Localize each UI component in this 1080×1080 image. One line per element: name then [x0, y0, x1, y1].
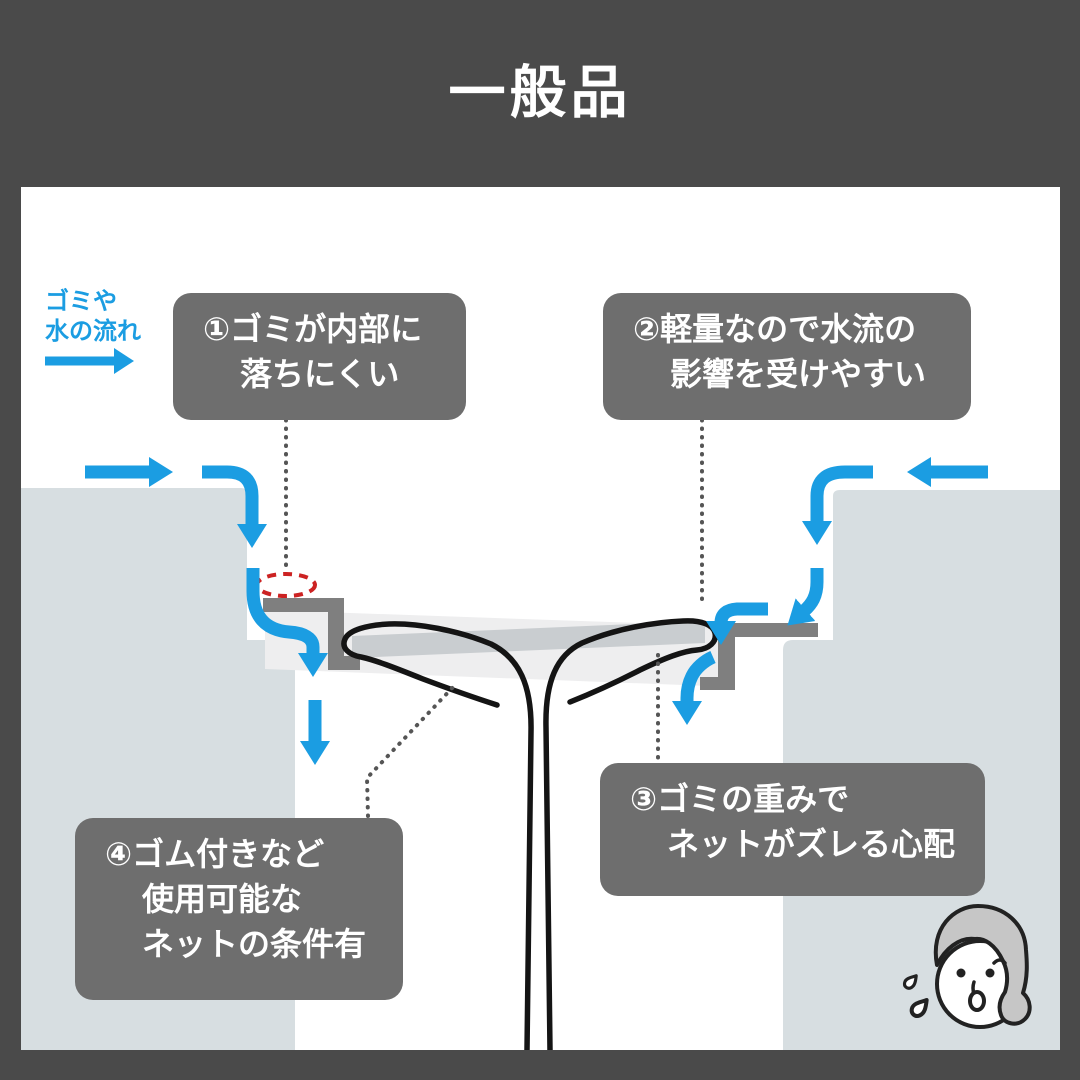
callout-4-line-3: ネットの条件有: [142, 925, 367, 963]
flow-arrow-right-4: [706, 602, 768, 645]
page-title: 一般品: [448, 60, 632, 126]
callout-3-line-2: ネットがズレる心配: [667, 825, 956, 863]
sweat-drop-large: [909, 998, 929, 1018]
callout-1: ①ゴミが内部に 落ちにくい: [173, 293, 466, 420]
worried-woman-face-icon: [902, 904, 1032, 1029]
flow-arrow-left-3: [246, 568, 328, 677]
callout-2: ②軽量なので水流の 影響を受けやすい: [603, 293, 971, 420]
right-eye: [985, 968, 995, 978]
connector-lines: [284, 418, 704, 818]
mouth: [968, 990, 986, 1012]
drain-flange-left: [263, 598, 360, 670]
callout-2-line-2: 影響を受けやすい: [670, 355, 927, 393]
connector-callout-4: [364, 683, 457, 818]
red-dashed-ellipse-icon: [255, 572, 317, 598]
flow-label-line-2: 水の流れ: [45, 317, 141, 345]
callout-1-line-2: 落ちにくい: [240, 355, 400, 393]
flow-arrow-right-3: [787, 568, 824, 626]
flow-arrow-left-2: [202, 465, 267, 548]
callout-3-line-1: ③ゴミの重みで: [630, 780, 850, 818]
hair: [933, 904, 1032, 1026]
net-right-side: [543, 618, 719, 1050]
flow-arrow-right-2: [802, 465, 873, 545]
worried-eyebrow: [992, 958, 1007, 965]
left-eye: [956, 968, 966, 978]
flow-arrow-right-5: [672, 651, 716, 725]
flow-label-line-1: ゴミや: [45, 287, 117, 315]
callout-4: ④ゴム付きなど 使用可能な ネットの条件有: [75, 818, 403, 1000]
diagram-panel: ゴミや 水の流れ ①ゴミが内部に 落ちにくい ②軽量なので水流の 影響を受けやす…: [21, 187, 1060, 1050]
flow-direction-label: ゴミや 水の流れ: [45, 286, 141, 346]
water-flow-arrows: [45, 348, 988, 765]
sweat-drop-small: [902, 974, 918, 990]
callout-4-line-2: 使用可能な: [142, 880, 303, 918]
callout-1-line-1: ①ゴミが内部に: [203, 310, 423, 348]
callout-4-line-1: ④ゴム付きなど: [105, 835, 325, 873]
drain-net: [341, 618, 719, 1050]
net-left-side: [341, 621, 534, 1050]
callout-3: ③ゴミの重みで ネットがズレる心配: [600, 763, 985, 896]
sweat-drops-icon: [902, 974, 929, 1018]
callout-2-line-1: ②軽量なので水流の: [633, 310, 917, 348]
